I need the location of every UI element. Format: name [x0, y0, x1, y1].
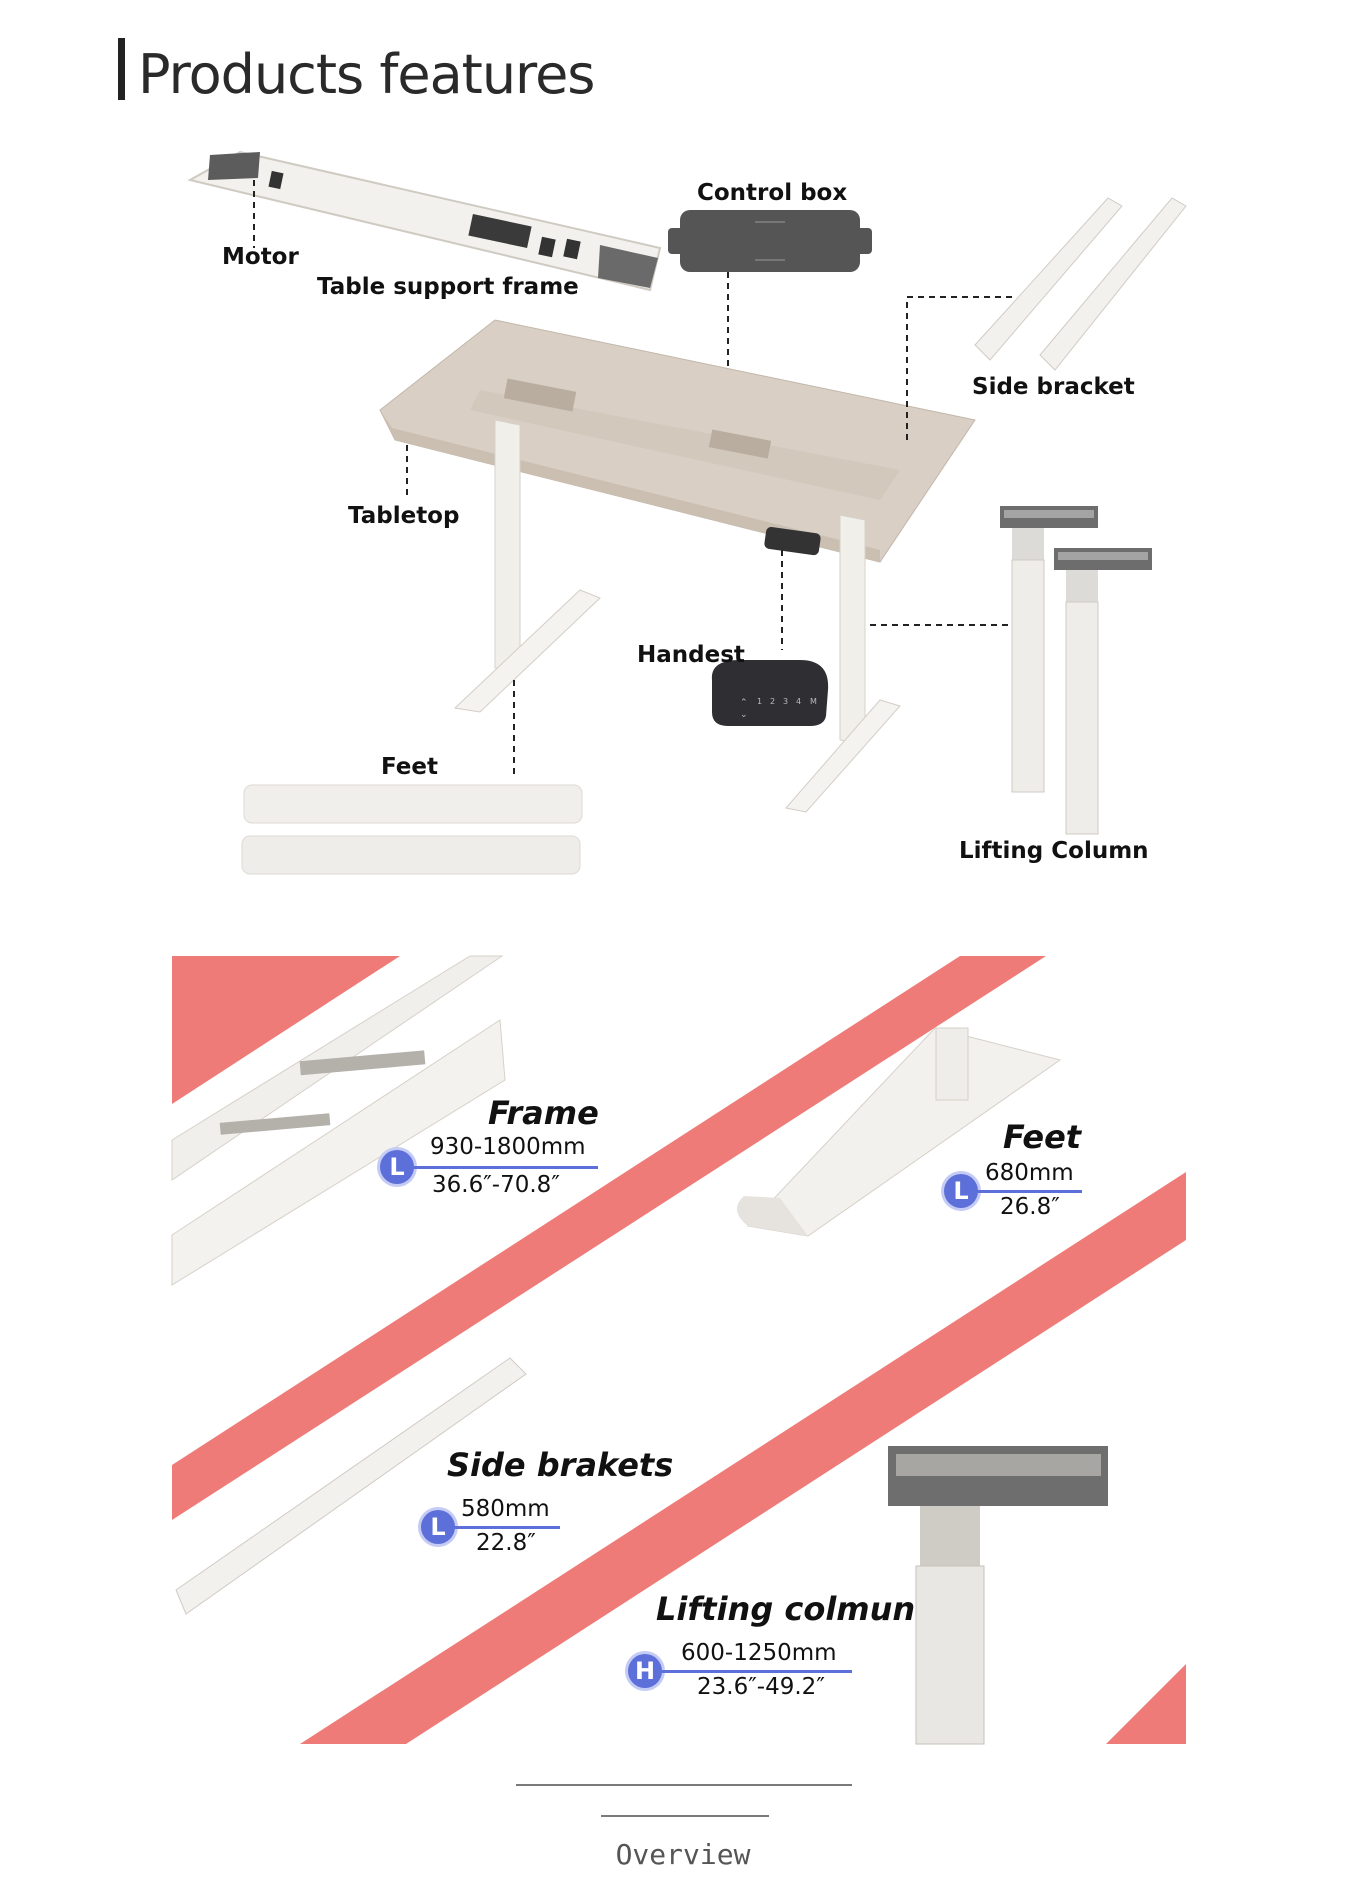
label-handest: Handest	[637, 642, 745, 668]
overview-tab-indicator	[601, 1815, 769, 1817]
spec-frame-metric: 930-1800mm	[430, 1134, 586, 1160]
svg-text:M: M	[810, 697, 817, 706]
spec-lifting-column-metric: 600-1250mm	[681, 1640, 837, 1666]
heading-accent-bar	[118, 38, 125, 100]
label-table-support-frame: Table support frame	[317, 274, 579, 300]
spec-side-brackets-metric: 580mm	[461, 1496, 550, 1522]
svg-text:⌄: ⌄	[740, 710, 748, 720]
label-control-box: Control box	[697, 180, 848, 206]
svg-text:4: 4	[796, 697, 801, 706]
spec-feet-title: Feet	[1003, 1118, 1082, 1156]
desk-legs-illustration	[453, 419, 901, 813]
spec-lifting-column-imperial: 23.6″-49.2″	[697, 1674, 825, 1700]
table-support-frame-illustration	[187, 150, 662, 292]
tabletop-illustration	[379, 319, 976, 563]
spec-frame-title: Frame	[488, 1094, 599, 1132]
spec-side-brackets-badge: L	[421, 1510, 455, 1544]
spec-feet-underline	[972, 1190, 1082, 1193]
footer-divider	[516, 1784, 852, 1786]
overview-tab[interactable]: Overview	[615, 1838, 751, 1871]
exploded-desk-diagram: ⌃ ⌄ 1 2 3 4 M	[187, 150, 1187, 875]
label-side-bracket: Side bracket	[972, 374, 1135, 400]
spec-lifting-column-title: Lifting colmun	[656, 1590, 916, 1628]
svg-text:2: 2	[770, 697, 775, 706]
spec-side-brackets-imperial: 22.8″	[476, 1530, 536, 1556]
frame-rails-image	[171, 955, 506, 1286]
spec-frame-badge: L	[380, 1150, 414, 1184]
lifting-column-image	[888, 1446, 1108, 1745]
handset-illustration: ⌃ ⌄ 1 2 3 4 M	[711, 660, 829, 726]
side-bracket-image	[175, 1357, 527, 1615]
side-bracket-illustration	[974, 197, 1187, 371]
spec-side-brackets-underline	[452, 1526, 560, 1529]
svg-text:3: 3	[783, 697, 788, 706]
spec-side-brackets-title: Side brakets	[447, 1446, 674, 1484]
label-motor: Motor	[222, 244, 299, 270]
spec-frame-underline	[410, 1166, 598, 1169]
feet-illustration	[241, 784, 583, 875]
spec-feet-imperial: 26.8″	[1000, 1194, 1060, 1220]
page-title: Products features	[138, 43, 595, 106]
spec-feet-metric: 680mm	[985, 1160, 1074, 1186]
label-feet: Feet	[381, 754, 438, 780]
label-tabletop: Tabletop	[348, 503, 460, 529]
svg-text:⌃: ⌃	[740, 698, 748, 708]
spec-lifting-column-underline	[660, 1670, 852, 1673]
label-lifting-column: Lifting Column	[959, 838, 1149, 864]
svg-text:1: 1	[757, 697, 762, 706]
control-box-illustration	[668, 210, 872, 272]
spec-lifting-column-badge: H	[628, 1654, 662, 1688]
lifting-column-illustration	[1000, 506, 1152, 835]
spec-frame-imperial: 36.6″-70.8″	[432, 1172, 560, 1198]
